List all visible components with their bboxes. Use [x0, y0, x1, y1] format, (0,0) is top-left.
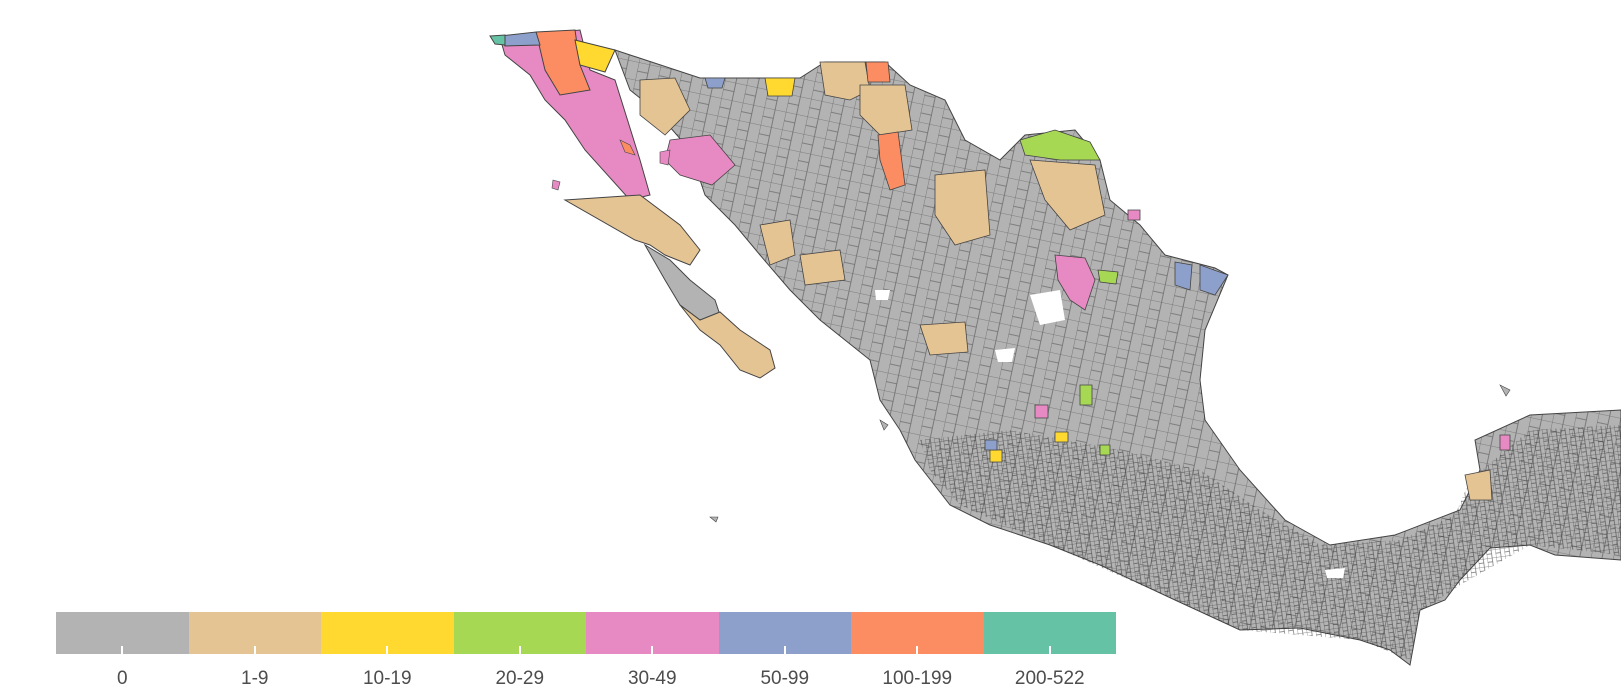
- map-interior-gaps: [875, 290, 1345, 578]
- legend-swatch-0: [56, 612, 189, 654]
- legend-tick: [1048, 646, 1051, 654]
- legend-label-1: 1-9: [241, 668, 269, 689]
- legend-label-4: 30-49: [627, 668, 677, 689]
- legend-tick: [651, 646, 654, 654]
- legend-swatch-7: [983, 612, 1116, 654]
- legend-swatch-2: [321, 612, 454, 654]
- legend-tick: [783, 646, 786, 654]
- baja-california-peninsula: [489, 29, 776, 379]
- legend-label-0: 0: [116, 668, 128, 689]
- legend-tick: [121, 646, 124, 654]
- legend-label-6: 100-199: [882, 668, 953, 689]
- legend-label-7: 200-522: [1014, 668, 1085, 689]
- legend-label-5: 50-99: [760, 668, 810, 689]
- legend-label-2: 10-19: [362, 668, 412, 689]
- municipality-highlights: [639, 61, 1511, 501]
- legend-tick: [518, 646, 521, 654]
- legend-color-bar: [56, 612, 1116, 654]
- map-legend: 0 1-9 10-19 20-29 30-49 50-99 100-199 200-522: [56, 612, 1116, 692]
- legend-swatch-3: [453, 612, 586, 654]
- legend-swatch-1: [188, 612, 321, 654]
- legend-tick: [253, 646, 256, 654]
- map-islands: [551, 139, 1511, 523]
- legend-swatch-6: [851, 612, 984, 654]
- legend-swatch-5: [718, 612, 851, 654]
- legend-labels: 0 1-9 10-19 20-29 30-49 50-99 100-199 200-522: [56, 668, 1116, 690]
- legend-label-3: 20-29: [495, 668, 545, 689]
- legend-tick: [916, 646, 919, 654]
- legend-swatch-4: [586, 612, 719, 654]
- legend-tick: [386, 646, 389, 654]
